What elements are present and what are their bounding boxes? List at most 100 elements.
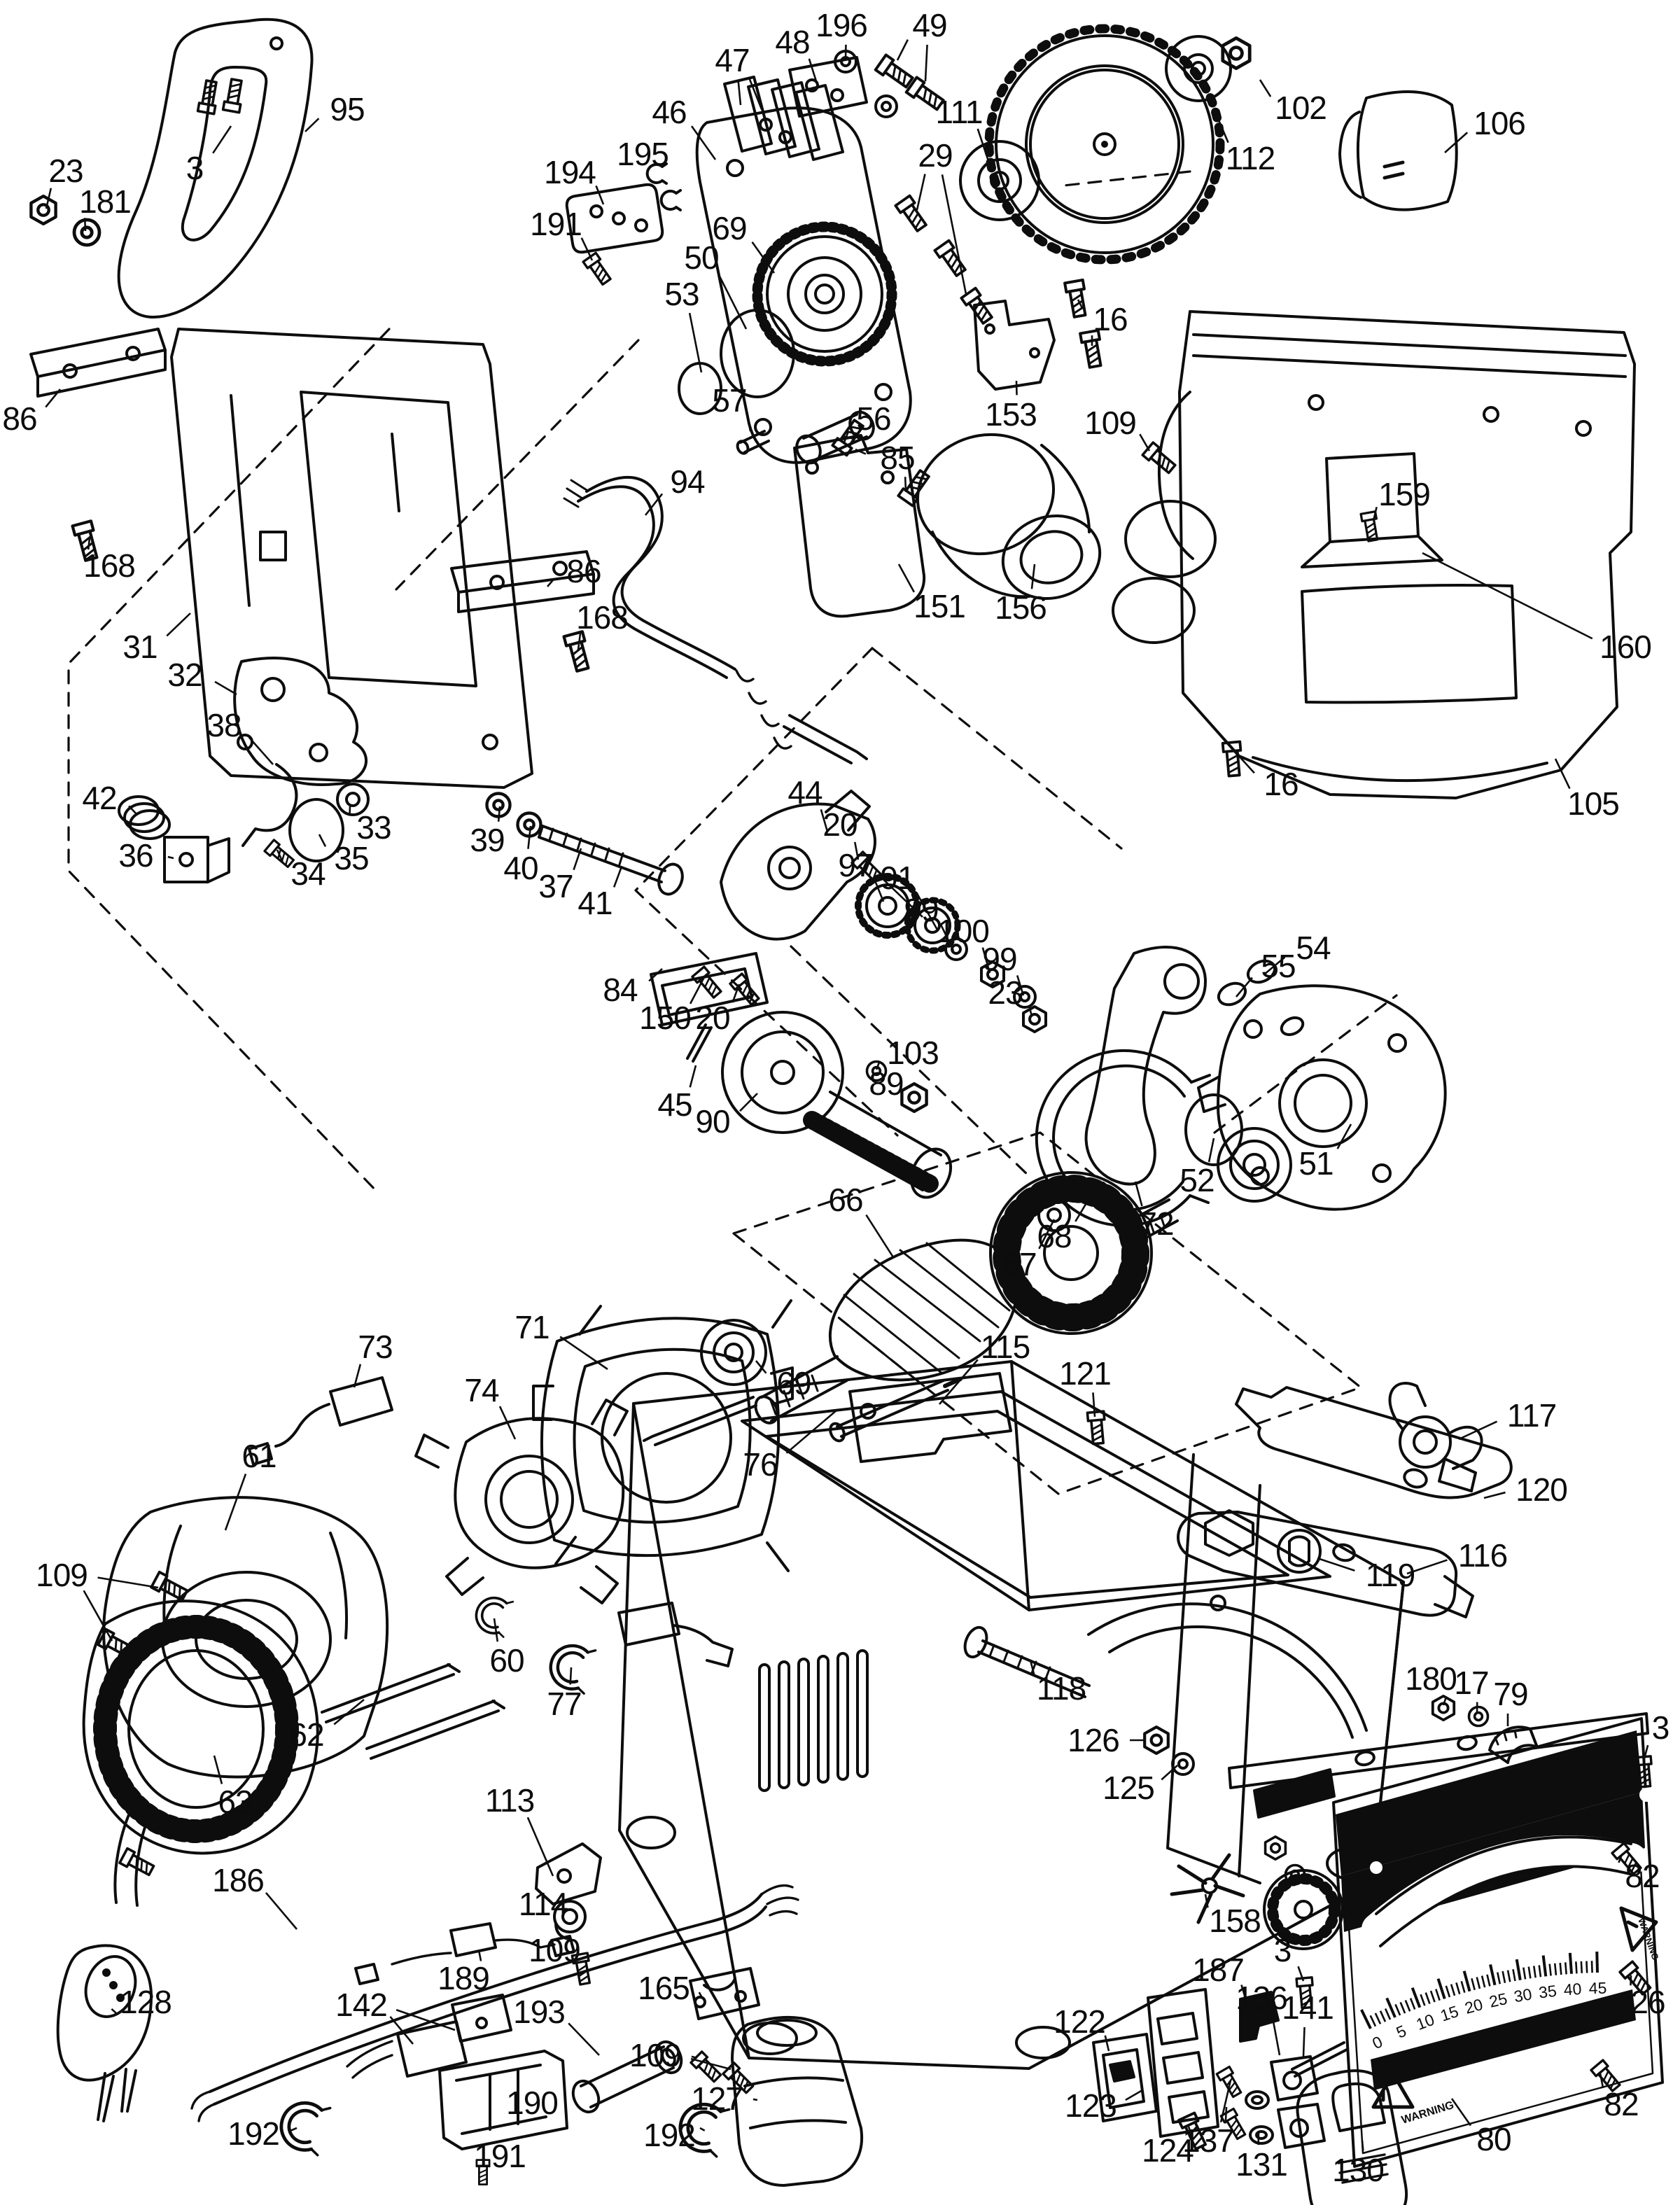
- part-label-111: 111: [935, 94, 983, 130]
- part-label-60: 60: [489, 1642, 524, 1679]
- bevel-scale-tick-label: 25: [1488, 1989, 1509, 2011]
- part-bracket-187: [1239, 1991, 1280, 2043]
- leader-line: [1522, 1967, 1527, 1980]
- leader-line: [1420, 1994, 1426, 2006]
- part-label-69: 69: [776, 1365, 811, 1401]
- leader-line: [1435, 1989, 1441, 2001]
- leader-line: [916, 892, 939, 932]
- part-label-77: 77: [547, 1686, 582, 1722]
- bevel-scale-tick-label: 15: [1438, 2002, 1460, 2025]
- part-label-159: 159: [1378, 476, 1431, 512]
- leader-line: [1564, 1962, 1567, 1975]
- leader-line: [477, 1949, 482, 1961]
- part-label-74: 74: [464, 1372, 499, 1408]
- part-pin-193: [571, 2040, 683, 2114]
- leader-line: [976, 128, 990, 162]
- part-label-128: 128: [120, 1984, 172, 2020]
- part-label-46: 46: [652, 94, 687, 130]
- leader-line: [1538, 1965, 1542, 1977]
- part-label-121: 121: [1059, 1355, 1112, 1392]
- leader-line: [855, 448, 867, 455]
- leader-line: [595, 185, 605, 205]
- part-label-136: 136: [1236, 1980, 1288, 2016]
- part-pushnut-119: [1277, 1529, 1322, 1574]
- leader-line: [1219, 2080, 1232, 2123]
- leader-line: [698, 1991, 703, 1997]
- part-label-127: 127: [691, 2080, 743, 2117]
- part-label-79: 79: [1493, 1676, 1528, 1712]
- part-label-71: 71: [514, 1309, 550, 1345]
- leader-line: [318, 834, 327, 847]
- part-label-141: 141: [1282, 1989, 1334, 2026]
- part-label-34: 34: [290, 855, 326, 892]
- part-label-114: 114: [518, 1886, 568, 1922]
- part-label-160: 160: [1600, 629, 1652, 665]
- leader-line: [1297, 1966, 1305, 1982]
- part-saw-blade: [984, 24, 1225, 265]
- leader-line: [493, 1618, 499, 1642]
- part-label-47: 47: [715, 42, 750, 78]
- leader-line: [718, 274, 748, 330]
- part-label-42: 42: [82, 780, 117, 816]
- part-label-16: 16: [1264, 766, 1298, 802]
- part-label-137: 137: [1182, 2122, 1235, 2159]
- leader-line: [732, 983, 741, 1003]
- leader-line: [97, 1576, 159, 1589]
- part-label-29: 29: [918, 137, 953, 174]
- leader-line: [1384, 2008, 1392, 2020]
- leader-line: [1028, 1005, 1033, 1017]
- leader-line: [1406, 1559, 1448, 1575]
- leader-line: [1015, 380, 1018, 396]
- leader-line: [1038, 1219, 1056, 1250]
- part-label-53: 53: [664, 276, 699, 312]
- bevel-scale-tick-label: 40: [1563, 1980, 1582, 1999]
- leader-line: [128, 805, 138, 816]
- leader-line: [577, 633, 582, 650]
- leader-line: [214, 680, 237, 696]
- leader-line: [904, 477, 907, 492]
- part-label-32: 32: [167, 657, 202, 693]
- part-label-48: 48: [775, 24, 810, 60]
- leader-line: [304, 118, 320, 132]
- part-label-103: 103: [887, 1035, 939, 1071]
- part-bracket-plate-31: [170, 328, 533, 789]
- part-label-181: 181: [79, 183, 132, 220]
- leader-line: [1302, 2026, 1306, 2057]
- part-label-17: 17: [1454, 1665, 1489, 1701]
- leader-line: [1422, 552, 1593, 640]
- part-plate-194: [565, 183, 664, 254]
- part-label-95: 95: [330, 91, 365, 127]
- leader-line: [1369, 2015, 1377, 2027]
- leader-line: [1599, 2073, 1604, 2089]
- leader-line: [1409, 1998, 1416, 2010]
- washers-131: [1245, 2090, 1274, 2145]
- leader-line: [1030, 564, 1036, 589]
- leader-line: [1208, 1138, 1215, 1163]
- leader-line: [1502, 1970, 1506, 1983]
- leader-line: [1553, 1963, 1558, 1975]
- part-plate-115: [848, 1372, 1012, 1463]
- part-label-150: 150: [639, 1000, 692, 1036]
- leader-line: [1271, 2016, 1281, 2056]
- part-label-38: 38: [206, 707, 241, 743]
- bevel-scale-tick-label: 20: [1463, 1995, 1485, 2017]
- leader-line: [1139, 433, 1151, 451]
- leader-line: [1483, 1491, 1506, 1499]
- leader-line: [648, 968, 663, 982]
- leader-line: [265, 1892, 298, 1930]
- leader-line: [1618, 1856, 1623, 1863]
- part-label-23: 23: [48, 153, 83, 189]
- part-label-187: 187: [1192, 1952, 1245, 1988]
- part-brush-73: [248, 1376, 393, 1466]
- part-label-156: 156: [995, 589, 1047, 626]
- part-pointer-158: [1170, 1853, 1245, 1924]
- leader-line: [1554, 758, 1571, 790]
- leader-line: [1092, 1392, 1096, 1418]
- leader-line: [1240, 1984, 1249, 2005]
- bevel-scale-tick-label: 45: [1588, 1979, 1606, 1998]
- leader-line: [167, 855, 174, 860]
- part-label-168: 168: [576, 599, 629, 636]
- leader-line: [1462, 1970, 1471, 1992]
- leader-line: [1480, 1975, 1486, 1988]
- part-pin-long: [643, 1396, 757, 1446]
